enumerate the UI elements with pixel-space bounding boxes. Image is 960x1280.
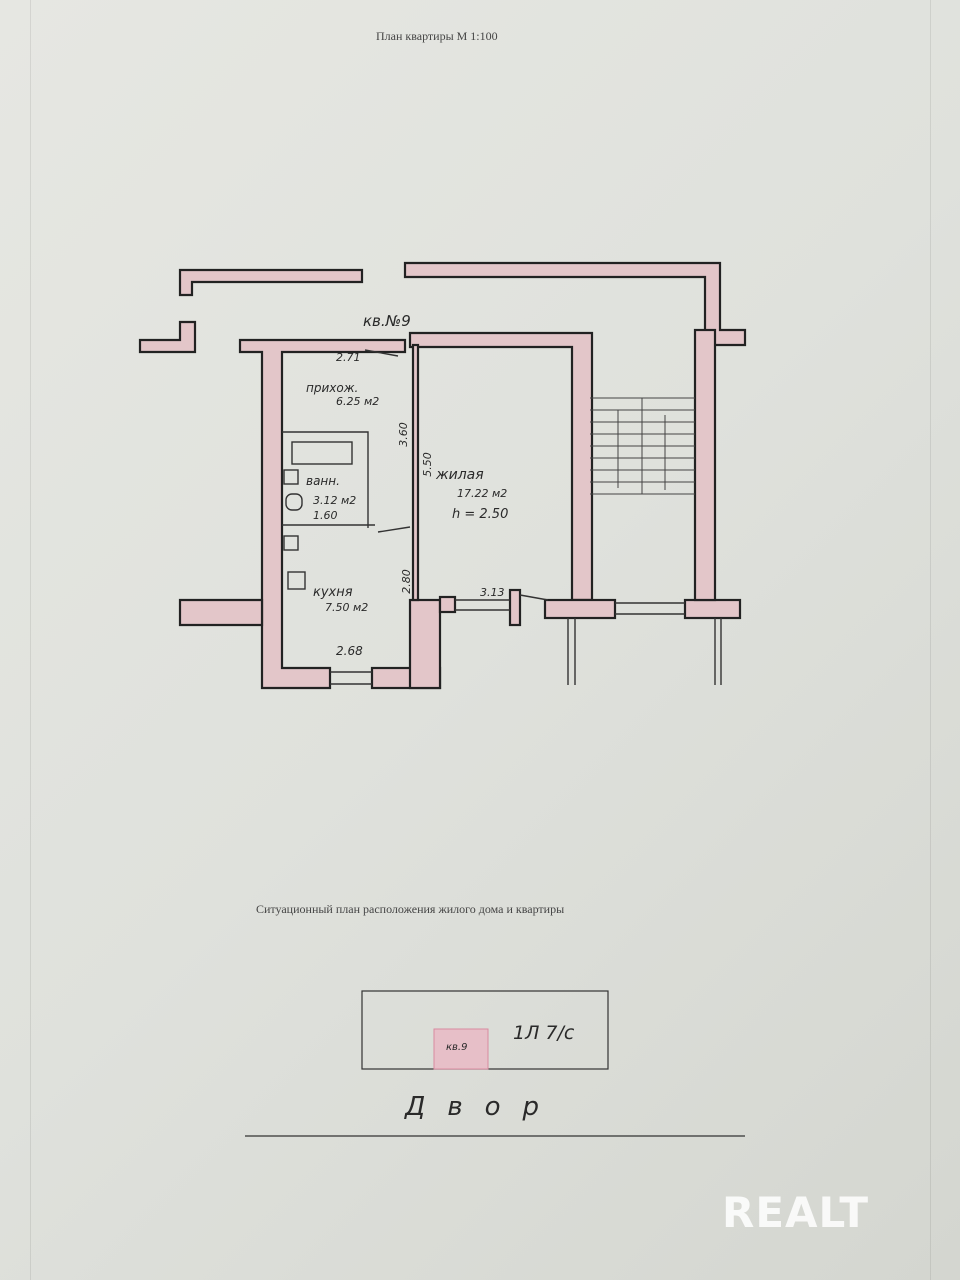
wall bbox=[178, 598, 264, 627]
apartment-label: кв.№9 bbox=[363, 312, 411, 330]
dim-living-side: 5.50 bbox=[420, 452, 434, 477]
room-kitchen-name: кухня bbox=[313, 585, 353, 600]
apartment-highlight bbox=[433, 1028, 489, 1070]
bathtub-icon bbox=[291, 441, 353, 465]
paper-fold bbox=[930, 0, 931, 1280]
toilet-icon bbox=[285, 493, 303, 511]
room-bath-name: ванн. bbox=[306, 474, 340, 488]
wall bbox=[508, 588, 522, 627]
wall bbox=[238, 338, 407, 690]
room-hall-name: прихож. bbox=[306, 381, 359, 395]
wall bbox=[438, 595, 457, 614]
dim-kitchen-bottom: 2.68 bbox=[336, 644, 363, 658]
dim-top: 2.71 bbox=[336, 351, 361, 364]
paper-fold bbox=[30, 0, 31, 1280]
room-hall-area: 6.25 м2 bbox=[336, 395, 380, 408]
yard-label: Двор bbox=[405, 1092, 562, 1122]
dim-kitchen-side: 2.80 bbox=[399, 569, 413, 594]
room-living-area: 17.22 м2 bbox=[457, 487, 508, 500]
page-title: План квартиры М 1:100 bbox=[376, 29, 498, 43]
building-code: 1Л 7/с bbox=[513, 1022, 575, 1044]
stove-icon bbox=[287, 571, 306, 590]
dim-hall-side: 3.60 bbox=[396, 422, 410, 447]
room-living-height: h = 2.50 bbox=[452, 507, 509, 522]
room-living-name: жилая bbox=[436, 467, 484, 483]
room-kitchen-area: 7.50 м2 bbox=[325, 601, 369, 614]
kitchen-sink-icon bbox=[283, 535, 299, 551]
dim-window: 3.13 bbox=[480, 586, 505, 599]
partition bbox=[411, 343, 420, 602]
situation-title: Ситуационный план расположения жилого до… bbox=[256, 902, 565, 916]
wall bbox=[683, 598, 742, 620]
sink-icon bbox=[283, 469, 299, 485]
room-bath-dim: 1.60 bbox=[313, 509, 338, 522]
staircase bbox=[590, 397, 695, 495]
wall bbox=[543, 598, 617, 620]
apartment-badge: кв.9 bbox=[446, 1042, 468, 1053]
wall bbox=[138, 320, 197, 354]
wall bbox=[408, 598, 442, 690]
wall bbox=[693, 328, 717, 602]
room-bath-area: 3.12 м2 bbox=[313, 494, 357, 507]
wall bbox=[178, 268, 364, 297]
watermark-logo: REALT bbox=[722, 1188, 869, 1237]
